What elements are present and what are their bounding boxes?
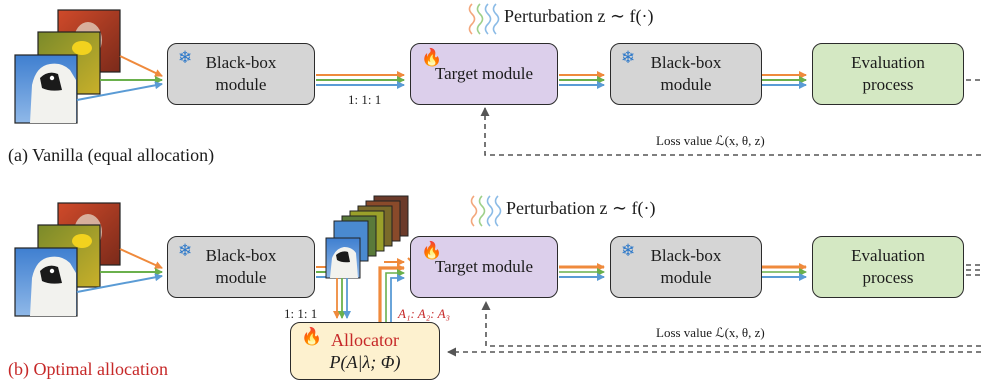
snowflake-icon: ❄ (178, 48, 193, 68)
allocator-title: Allocator (331, 330, 399, 350)
input-arrows-b (76, 248, 163, 293)
flow-to-allocator-b (333, 278, 351, 319)
flow-bb2-eval-b (762, 263, 807, 281)
blackbox-label-line2: module (660, 268, 712, 287)
perturbation-waves-a (468, 3, 500, 35)
blackbox-label-line2: module (215, 75, 267, 94)
flow-target-bb2-a (559, 71, 605, 89)
flow-allocator-target-b (378, 264, 405, 322)
caption-b: (b) Optimal allocation (8, 359, 168, 379)
allocator-box: 🔥 Allocator P(A|λ; Φ) (290, 322, 440, 380)
loss-feedback-b (447, 264, 981, 357)
flow-target-bb2-b (559, 263, 605, 281)
fire-icon: 🔥 (421, 241, 443, 261)
caption-a: (a) Vanilla (equal allocation) (8, 145, 215, 165)
fire-icon: 🔥 (421, 48, 443, 68)
loss-label-b: Loss value ℒ(x, θ, z) (656, 325, 765, 340)
blackbox-label-line2: module (215, 268, 267, 287)
evaluation-process-b: Evaluation process (812, 236, 964, 298)
evaluation-label-line2: process (862, 268, 914, 287)
target-module-b: 🔥 Target module (410, 236, 558, 298)
blackbox-label-line1: Black-box (650, 246, 722, 265)
evaluation-process-a: Evaluation process (812, 43, 964, 105)
image-stack-a (14, 9, 121, 124)
blackbox-module-a1: ❄ Black-box module (167, 43, 315, 105)
evaluation-label-line1: Evaluation (851, 53, 925, 72)
blackbox-module-b1: ❄ Black-box module (167, 236, 315, 298)
flow-bb1-stack-b (316, 266, 326, 278)
evaluation-label-line1: Evaluation (851, 246, 925, 265)
target-label: Target module (434, 257, 534, 276)
loss-feedback-a (480, 79, 981, 156)
ratio-label-b: 1: 1: 1 (284, 306, 318, 321)
allocation-ratio-label: A₁: A₂: A₃ (398, 306, 451, 321)
allocator-formula: P(A|λ; Φ) (329, 352, 401, 372)
flow-bb1-target-a (316, 71, 405, 89)
perturbed-image-stack-b (325, 195, 409, 279)
loss-label-a: Loss value ℒ(x, θ, z) (656, 133, 765, 148)
input-arrows-a (76, 55, 163, 101)
perturbation-waves-b (470, 195, 502, 227)
blackbox-module-b2: ❄ Black-box module (610, 236, 762, 298)
image-stack-b (14, 202, 121, 317)
target-label: Target module (434, 64, 534, 83)
blackbox-label-line1: Black-box (650, 53, 722, 72)
snowflake-icon: ❄ (621, 48, 636, 68)
snowflake-icon: ❄ (621, 241, 636, 261)
target-module-a: 🔥 Target module (410, 43, 558, 105)
perturbation-label-a: Perturbation z ∼ f(·) (504, 6, 654, 26)
blackbox-label-line2: module (660, 75, 712, 94)
flow-stack-target-b (384, 257, 413, 266)
ratio-label-a: 1: 1: 1 (348, 92, 382, 107)
blackbox-label-line1: Black-box (205, 53, 277, 72)
blackbox-module-a2: ❄ Black-box module (610, 43, 762, 105)
fire-icon: 🔥 (301, 327, 323, 347)
perturbation-label-b: Perturbation z ∼ f(·) (506, 198, 656, 218)
blackbox-label-line1: Black-box (205, 246, 277, 265)
flow-bb2-eval-a (762, 71, 807, 89)
evaluation-label-line2: process (862, 75, 914, 94)
snowflake-icon: ❄ (178, 241, 193, 261)
